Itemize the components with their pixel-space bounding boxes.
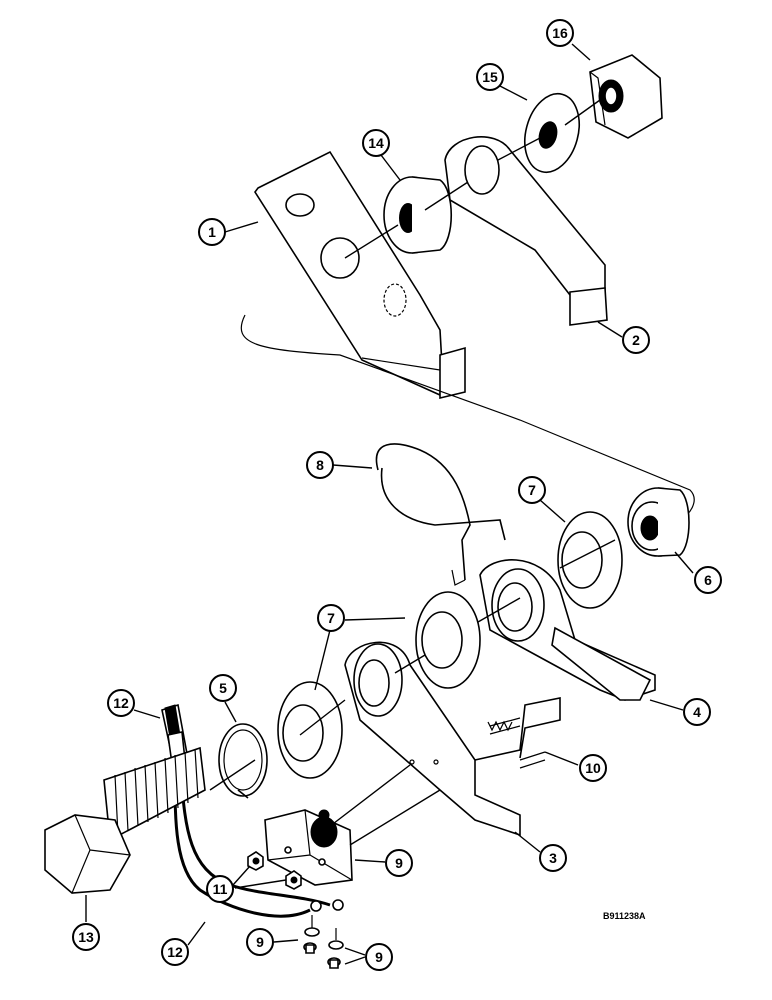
callout-9-switch: 9 [354, 849, 413, 877]
part-5-snap-ring [218, 723, 268, 799]
svg-text:15: 15 [482, 69, 498, 85]
callout-12-wire: 12 [161, 921, 206, 966]
svg-text:8: 8 [316, 457, 324, 473]
switch-guide-line [324, 764, 441, 846]
callout-13: 13 [72, 895, 100, 951]
svg-text:13: 13 [78, 929, 94, 945]
svg-text:2: 2 [632, 332, 640, 348]
svg-text:10: 10 [585, 760, 601, 776]
callout-4: 4 [649, 698, 711, 726]
callout-12-connector: 12 [107, 689, 161, 719]
callout-6: 6 [674, 551, 722, 594]
callout-2: 2 [597, 321, 650, 354]
callout-16: 16 [546, 19, 591, 61]
svg-text:11: 11 [213, 881, 228, 897]
svg-text:3: 3 [549, 850, 557, 866]
part-3-main-lever [344, 641, 521, 837]
callout-10: 10 [544, 751, 607, 782]
part-2-lever-arm [444, 136, 608, 326]
part-13-hex-bolt [44, 746, 206, 894]
svg-text:9: 9 [375, 949, 383, 965]
part-6-flanged-bushing [627, 487, 690, 557]
callout-9-screw-left: 9 [246, 928, 299, 956]
part-14-bushing [383, 176, 453, 254]
callout-7-lower: 7 [314, 604, 406, 691]
callout-11: 11 [206, 865, 287, 903]
callout-1: 1 [198, 218, 259, 246]
callout-14: 14 [362, 129, 401, 181]
callout-5: 5 [209, 674, 237, 723]
part-8-torsion-spring [375, 443, 506, 586]
svg-text:12: 12 [113, 695, 129, 711]
svg-text:6: 6 [704, 572, 712, 588]
svg-text:9: 9 [256, 934, 264, 950]
part-7-washer-lower [277, 681, 343, 779]
callout-8: 8 [306, 451, 373, 479]
callout-15: 15 [476, 63, 528, 101]
svg-text:7: 7 [327, 610, 335, 626]
lower-shaft-line [209, 539, 616, 791]
part-4-lever [479, 559, 656, 701]
part-9-screws [303, 915, 344, 969]
part-15-washer [524, 92, 580, 174]
upper-shaft-line [344, 99, 601, 259]
svg-text:7: 7 [528, 482, 536, 498]
svg-text:9: 9 [395, 855, 403, 871]
svg-text:4: 4 [693, 704, 701, 720]
drawing-code: B911238A [603, 911, 646, 921]
callout-9-screw-right: 9 [344, 943, 393, 971]
svg-text:12: 12 [167, 944, 183, 960]
svg-text:5: 5 [219, 680, 227, 696]
svg-text:16: 16 [552, 25, 568, 41]
svg-text:14: 14 [368, 135, 384, 151]
part-11-nuts [247, 851, 302, 890]
callout-3: 3 [514, 831, 567, 872]
part-9-switch [264, 809, 353, 886]
part-7-washer-middle [415, 591, 481, 689]
assembly-guide-line [240, 314, 695, 521]
svg-text:1: 1 [208, 224, 216, 240]
part-7-washer-upper [557, 511, 623, 609]
part-1-bracket [254, 150, 466, 400]
part-10-u-bolt [474, 697, 561, 769]
callout-7-upper: 7 [518, 476, 566, 523]
part-16-hex-nut [589, 54, 663, 139]
